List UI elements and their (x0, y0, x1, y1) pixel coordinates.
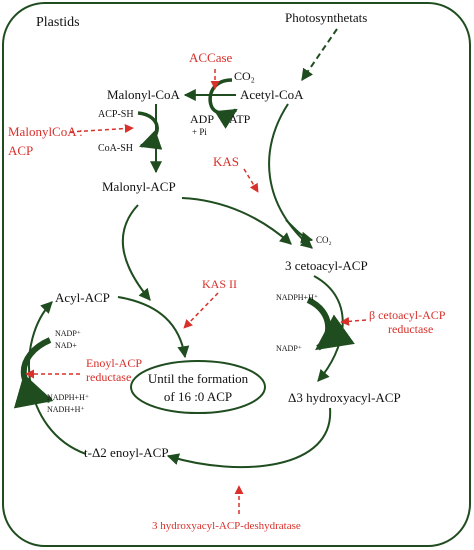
malonylcoa-acp-label-2: ACP (8, 143, 33, 158)
nadph-h-left-label: NADPH+H⁺ (47, 393, 89, 402)
co2-atp-curl-arrow (208, 78, 238, 129)
beta-cetoacyl-arrow (340, 316, 367, 326)
nadph-right-curl-arrow (306, 297, 355, 351)
hydroxyacyl-to-enoyl-arrow (166, 407, 332, 469)
nadp-right-label: NADP⁺ (276, 344, 302, 353)
acyl-acp-label: Acyl-ACP (55, 290, 110, 305)
plastids-title: Plastids (36, 15, 80, 30)
kas-arrow (243, 168, 259, 193)
malonylcoa-acp-label-1: MalonylCoA : (8, 124, 83, 139)
acyl-to-product-arrow (117, 296, 190, 359)
atp-label: ATP (229, 112, 251, 126)
hydroxyacyl-acp-label: Δ3 hydroxyacyl-ACP (288, 390, 401, 405)
malonyl-acp-to-acyl-arrow (121, 204, 151, 301)
beta-cetoacyl-label-2: reductase (388, 322, 433, 336)
nad-plus-label: NAD+ (55, 341, 77, 350)
enoyl-to-acyl-arrow (27, 301, 87, 455)
acp-coa-curl-arrow (137, 111, 163, 150)
enoyl-reductase-label-1: Enoyl-ACP (86, 356, 142, 370)
malonyl-coa-label: Malonyl-CoA (107, 87, 181, 102)
co2-top-label: CO₂ (234, 69, 255, 83)
final-product-line2: of 16 :0 ACP (164, 389, 232, 404)
nadph-left-curl-arrow (13, 337, 54, 409)
accase-label: ACCase (189, 50, 233, 65)
adp-label: ADP (190, 112, 214, 126)
acp-sh-label: ACP-SH (98, 109, 134, 120)
kas2-arrow (183, 292, 219, 329)
acetyl-coa-label: Acetyl-CoA (240, 87, 304, 102)
nadh-h-left-label: NADH+H⁺ (47, 405, 85, 414)
beta-cetoacyl-label-1: β cetoacyl-ACP (369, 308, 446, 322)
nadph-h-label: NADPH+H⁺ (276, 293, 318, 302)
final-product-line1: Until the formation (148, 371, 249, 386)
final-product-ellipse (130, 360, 266, 414)
enoyl-acp-label: t-Δ2 enoyl-ACP (84, 445, 169, 460)
kas-label: KAS (213, 154, 239, 169)
malonylcoa-acp-arrow (69, 124, 134, 134)
malonyl-acp-label: Malonyl-ACP (102, 179, 176, 194)
acetyl-to-cetoacyl-arrow (268, 103, 313, 249)
dehydratase-label: 3 hydroxyacyl-ACP-deshydratase (152, 520, 301, 532)
photosynthetats-label: Photosynthetats (285, 10, 367, 25)
kas2-label: KAS II (202, 277, 237, 291)
pi-label: + Pi (192, 127, 207, 137)
nadp-left-label: NADP⁺ (55, 329, 81, 338)
co2-release-arrow (285, 219, 314, 244)
malonyl-acp-to-cetoacyl-arrow (181, 197, 292, 245)
photosynthetats-arrow (301, 28, 338, 81)
co2-kas-label: CO₂ (316, 235, 332, 245)
coa-sh-label: CoA-SH (98, 143, 133, 154)
enoyl-reductase-label-2: reductase (86, 370, 131, 384)
cetoacyl-acp-label: 3 cetoacyl-ACP (285, 258, 368, 273)
